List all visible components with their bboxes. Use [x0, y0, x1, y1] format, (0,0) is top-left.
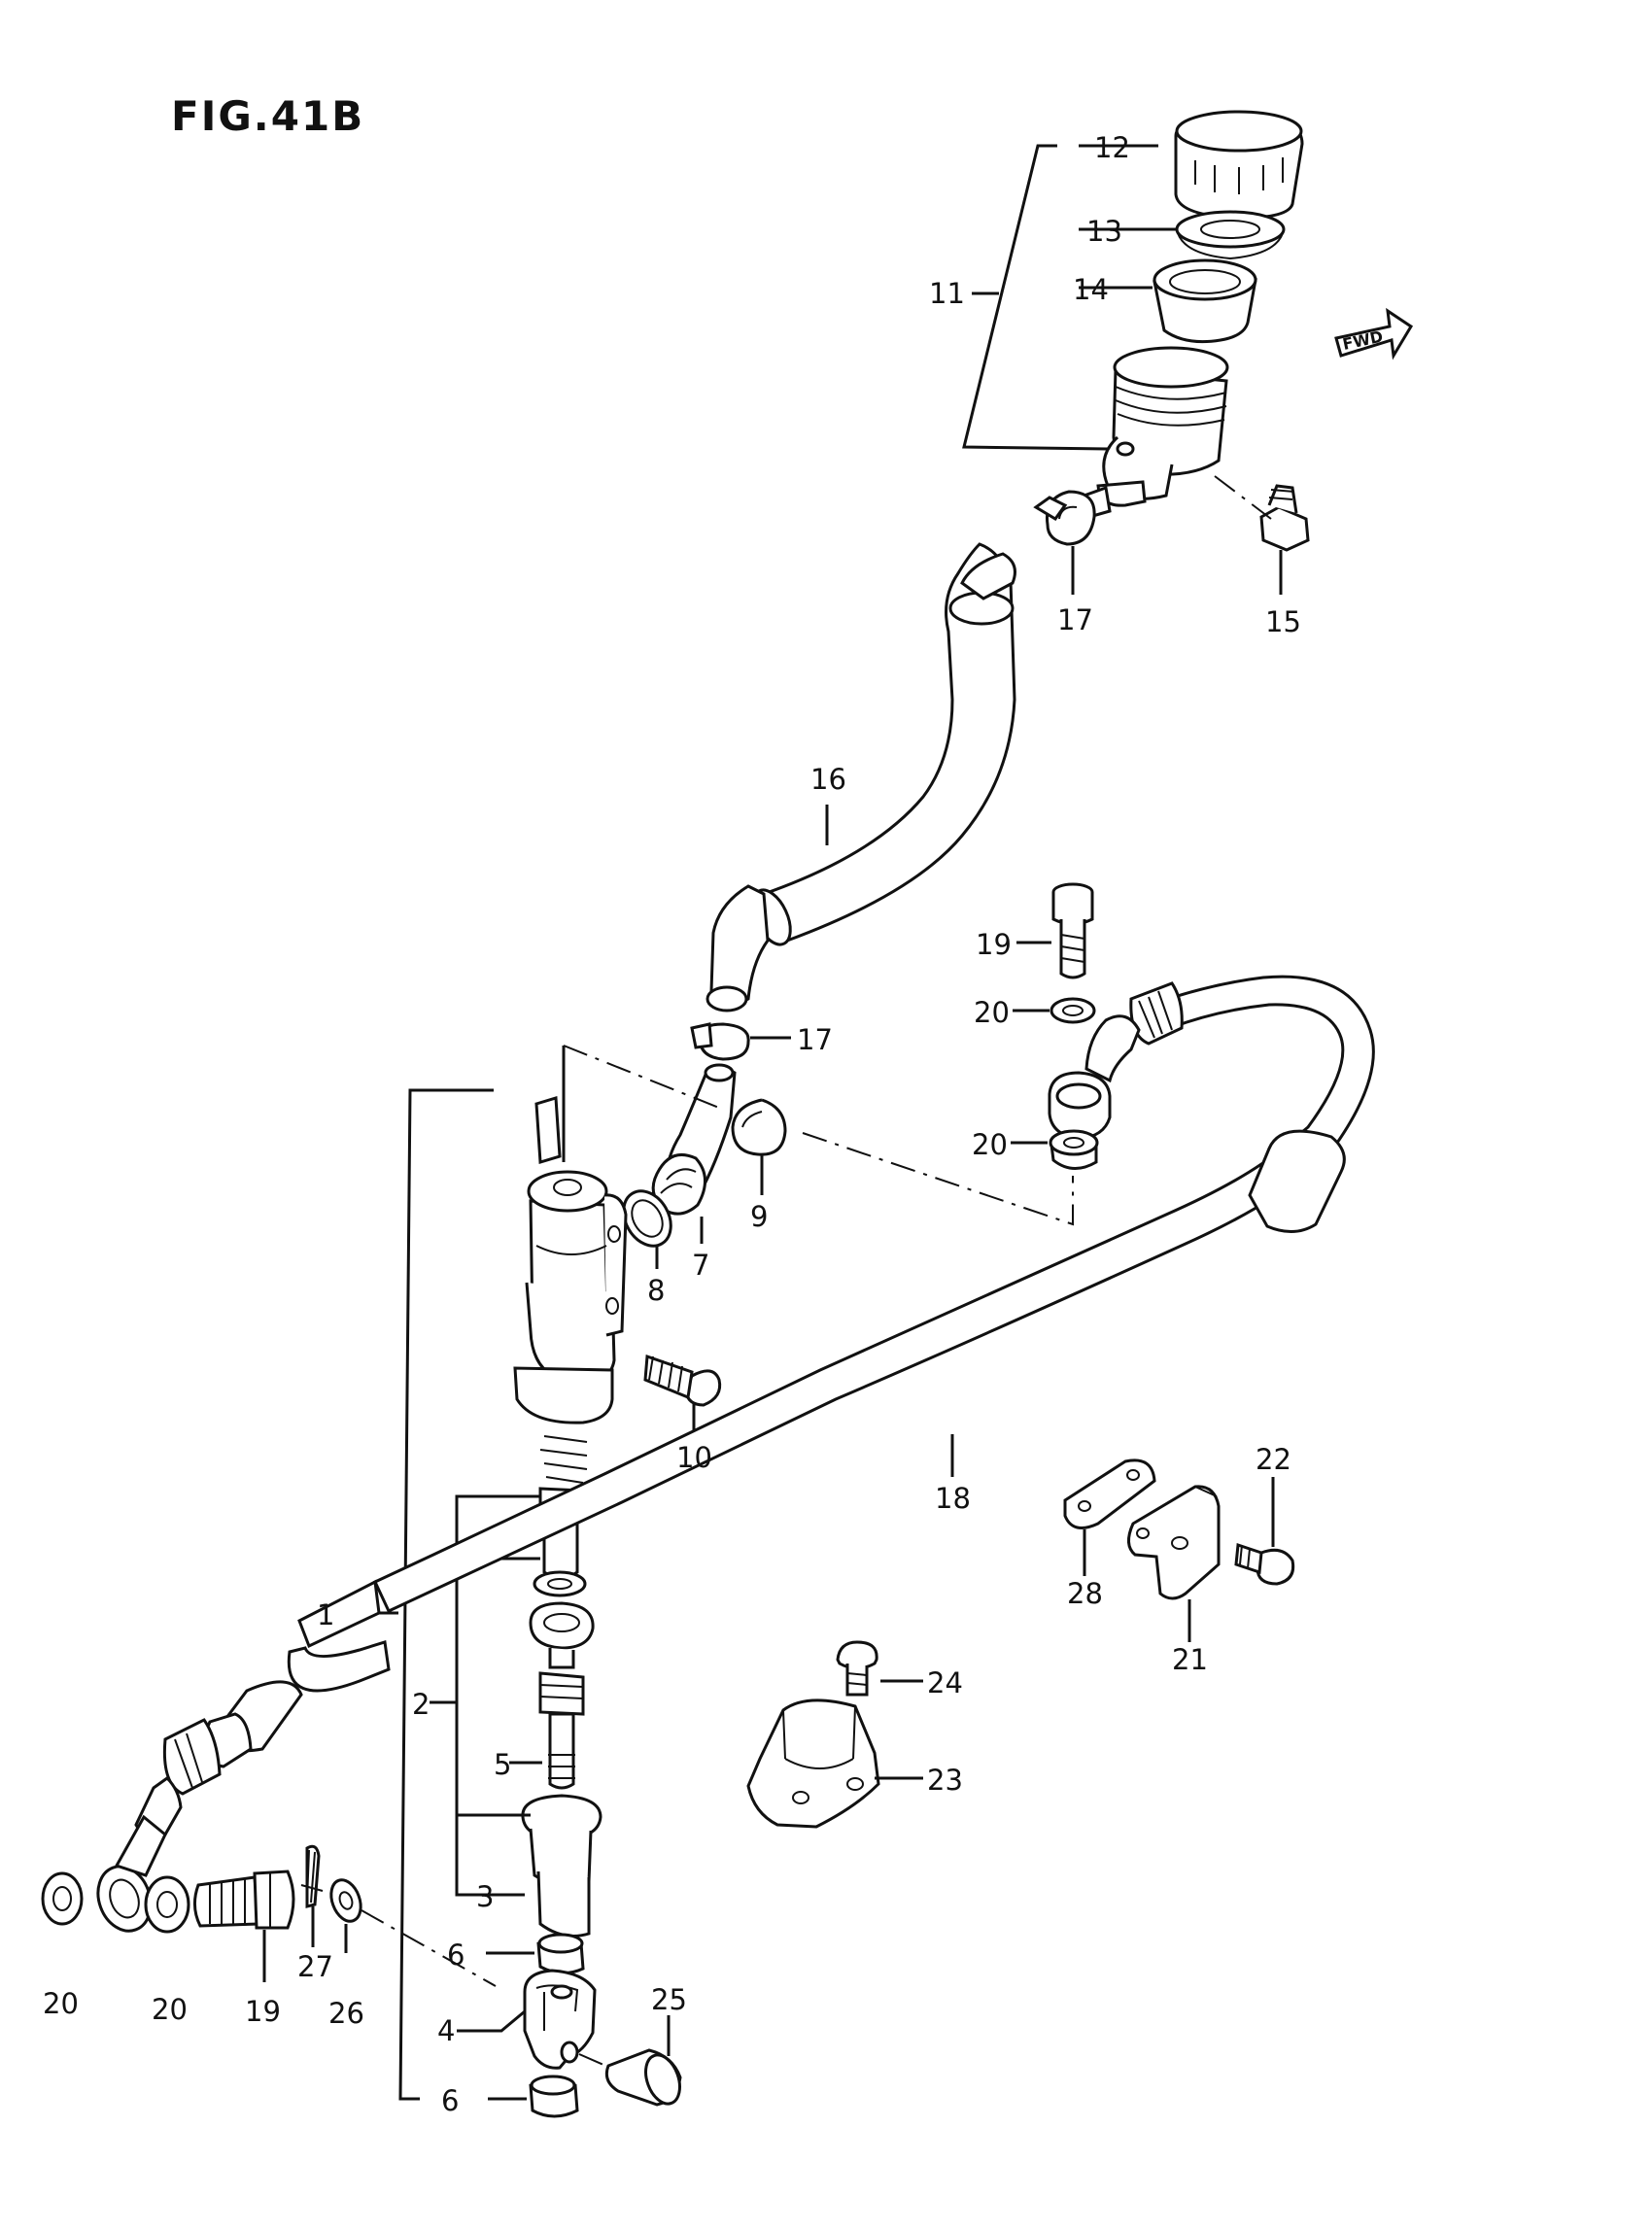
- label-17-middle: 17: [797, 1023, 833, 1056]
- part-19-banjo-bolt-lower: [193, 1870, 295, 1930]
- part-12-reservoir-cap: [1174, 110, 1304, 220]
- label-17-top: 17: [1057, 603, 1093, 636]
- part-17-hose-clamp-middle: [690, 1022, 750, 1061]
- label-19-lower: 19: [245, 1995, 281, 2028]
- label-19-top: 19: [976, 928, 1012, 961]
- label-13: 13: [1086, 215, 1122, 248]
- label-2: 2: [412, 1688, 430, 1721]
- label-7: 7: [692, 1249, 709, 1282]
- part-20-washer-upper-1: [1050, 997, 1096, 1024]
- centerline-15: [1214, 475, 1272, 520]
- label-12: 12: [1094, 131, 1130, 164]
- label-26: 26: [328, 1997, 364, 2030]
- label-6-lower: 6: [441, 2084, 459, 2117]
- part-7-hose-joint: [651, 1063, 737, 1216]
- part-20-washer-lower-1: [41, 1871, 84, 1926]
- label-10: 10: [676, 1441, 712, 1474]
- part-16-reservoir-hose: [706, 542, 1016, 1012]
- part-21-bracket: [1127, 1485, 1221, 1600]
- part-27-cotter-pin: [305, 1844, 321, 1908]
- part-9-circlip: [731, 1098, 787, 1156]
- label-25: 25: [651, 1983, 687, 2016]
- fwd-label: FWD: [1341, 327, 1385, 354]
- label-28: 28: [1067, 1577, 1103, 1610]
- part-6-nut-lower: [529, 2075, 579, 2118]
- bracket-11: [962, 144, 1109, 451]
- fwd-arrow-icon: FWD: [1334, 307, 1414, 360]
- label-16: 16: [810, 763, 846, 796]
- part-8-o-ring: [622, 1189, 672, 1248]
- label-6-upper: 6: [447, 1938, 465, 1972]
- part-10-screw: [643, 1354, 722, 1407]
- pushrod-assembly: [521, 1502, 602, 1938]
- part-18-brake-hose: [96, 975, 1375, 1933]
- master-cylinder-body: [513, 1096, 628, 1424]
- label-4: 4: [437, 2014, 455, 2047]
- centerline-lower: [300, 1884, 497, 1987]
- part-20-washer-lower-2: [144, 1875, 190, 1934]
- part-28-plate: [1063, 1458, 1156, 1529]
- label-15: 15: [1265, 605, 1301, 638]
- label-22: 22: [1256, 1443, 1291, 1476]
- label-14: 14: [1073, 273, 1109, 306]
- part-11-reservoir-tank: [1077, 346, 1229, 521]
- part-4-clevis: [523, 1969, 597, 2070]
- part-23-bracket: [746, 1698, 880, 1829]
- part-15-bolt: [1259, 484, 1310, 552]
- part-14-diaphragm: [1153, 258, 1257, 344]
- label-20-d: 20: [152, 1993, 188, 2026]
- part-22-screw: [1234, 1542, 1295, 1586]
- figure-title: FIG.41B: [171, 92, 364, 140]
- label-18: 18: [935, 1482, 971, 1515]
- leader-4: [457, 2009, 526, 2033]
- part-24-screw: [836, 1640, 878, 1697]
- label-20-c: 20: [43, 1987, 79, 2020]
- label-24: 24: [927, 1666, 963, 1699]
- part-17-hose-clamp-top: [1033, 490, 1096, 546]
- label-11: 11: [929, 277, 965, 310]
- part-26-washer: [329, 1878, 362, 1923]
- centerline-fitting: [563, 1045, 1074, 1226]
- label-8: 8: [647, 1274, 665, 1307]
- label-20-b: 20: [972, 1128, 1008, 1161]
- part-19-banjo-bolt-upper: [1051, 882, 1094, 979]
- label-27: 27: [297, 1950, 333, 1983]
- label-5: 5: [494, 1748, 511, 1781]
- label-9: 9: [750, 1200, 768, 1233]
- label-21: 21: [1172, 1643, 1208, 1676]
- part-6-nut-upper: [536, 1933, 585, 1974]
- part-25-clevis-pin: [604, 2048, 682, 2107]
- label-20-a: 20: [974, 996, 1010, 1029]
- bracket-3: [455, 1702, 525, 1897]
- label-23: 23: [927, 1764, 963, 1797]
- part-20-washer-upper-2: [1049, 1129, 1099, 1170]
- label-3: 3: [476, 1880, 494, 1913]
- label-1: 1: [317, 1598, 334, 1631]
- centerline-pin: [578, 2053, 611, 2069]
- part-13-diaphragm-plate: [1175, 210, 1286, 260]
